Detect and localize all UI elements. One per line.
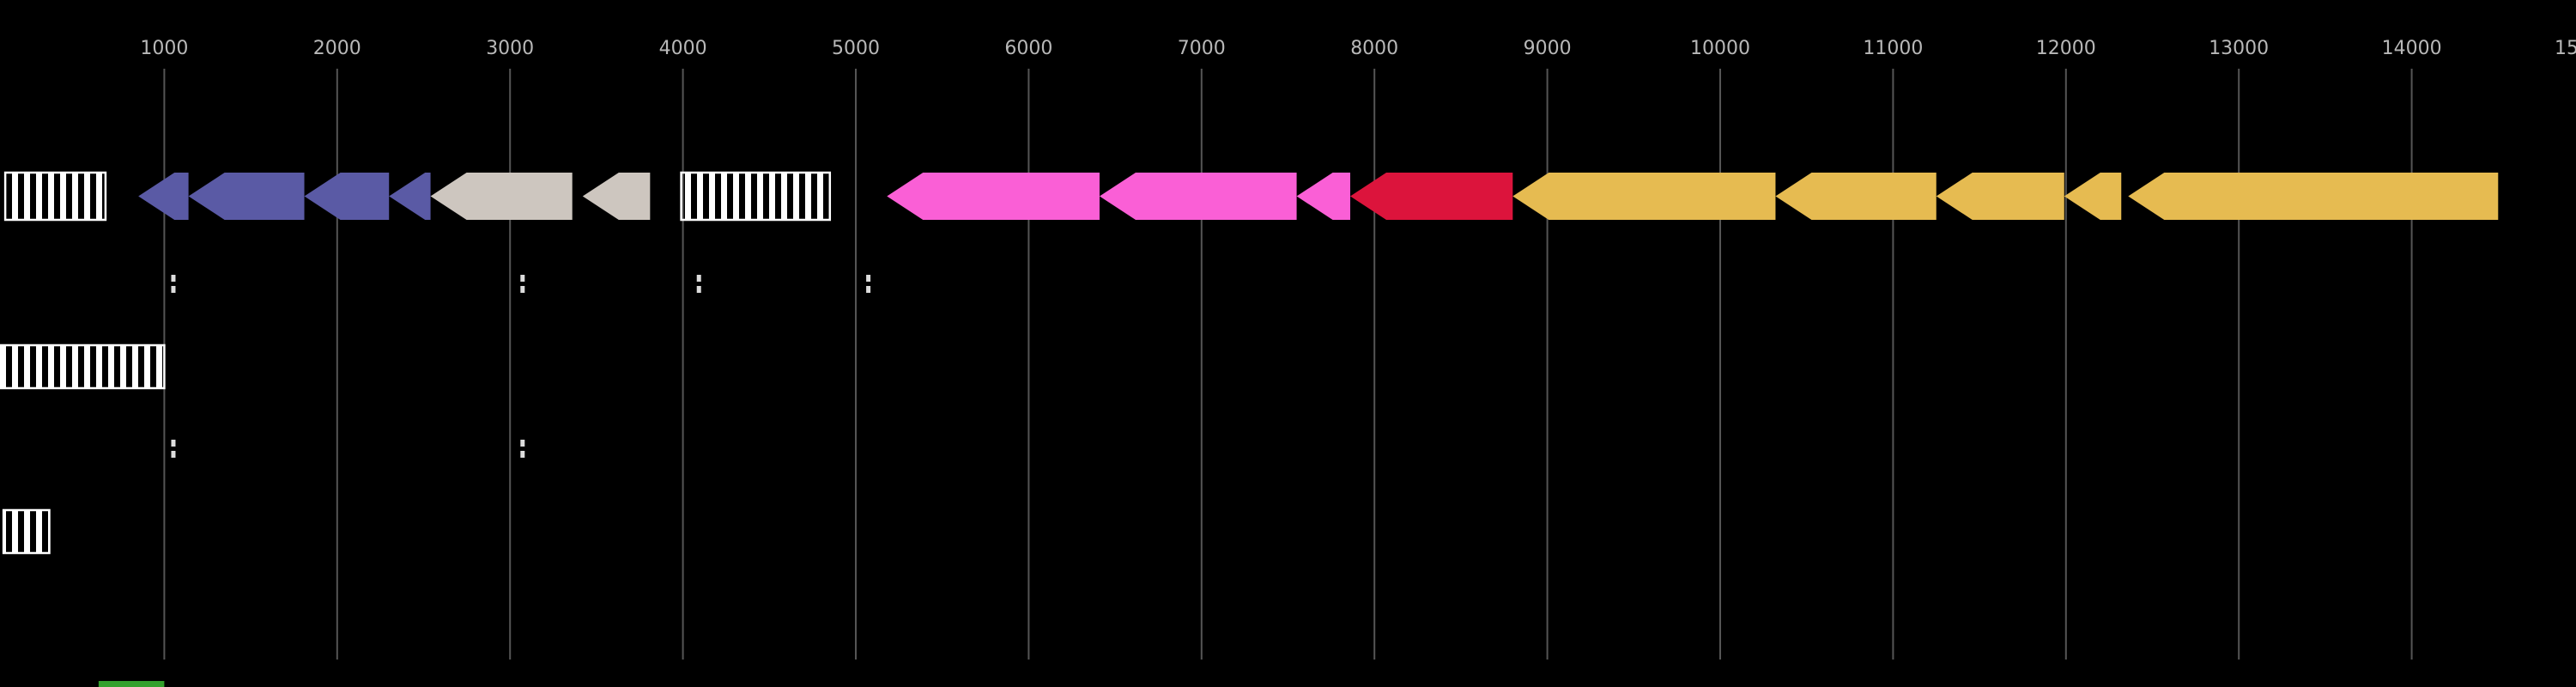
axis-tick-label: 10000 — [1690, 38, 1750, 59]
fragments — [98, 681, 165, 687]
hatched-feature-2 — [680, 171, 832, 222]
tick-marker — [171, 275, 176, 282]
tick-marker — [696, 275, 701, 282]
gene-arrow-pink-1 — [887, 173, 1100, 220]
tick-marker — [171, 286, 176, 293]
markers — [171, 275, 871, 458]
tick-marker — [696, 286, 701, 293]
gene-arrow-gold-5 — [2128, 173, 2499, 220]
feature-tracks — [0, 171, 2499, 555]
gene-arrow-blue-3 — [304, 173, 390, 220]
axis-tick-label: 13000 — [2209, 38, 2269, 59]
tick-marker — [520, 275, 525, 282]
gene-arrow-gold-1 — [1512, 173, 1776, 220]
tick-marker — [866, 275, 871, 282]
axis-tick-label: 2000 — [313, 38, 361, 59]
tick-marker — [520, 451, 525, 458]
tick-marker — [520, 440, 525, 447]
gene-arrow-blue-2 — [188, 173, 305, 220]
tick-marker — [171, 440, 176, 447]
gene-arrow-blue-4 — [389, 173, 431, 220]
axis-tick-label: 1000 — [140, 38, 188, 59]
axis-tick-label: 12000 — [2036, 38, 2096, 59]
gene-arrow-gold-3 — [1936, 173, 2064, 220]
gene-arrow-gray-1 — [430, 173, 573, 220]
axis-tick-label: 15000 — [2555, 38, 2576, 59]
axis-tick-label: 7000 — [1178, 38, 1226, 59]
axis-tick-label: 4000 — [659, 38, 707, 59]
axis-tick-label: 6000 — [1004, 38, 1052, 59]
ruler: 1000 2000 3000 4000 5000 6000 7000 8000 9000 1000… — [140, 38, 2576, 59]
axis-tick-label: 5000 — [832, 38, 880, 59]
hatched-feature-4 — [2, 508, 51, 555]
axis-tick-label: 3000 — [486, 38, 534, 59]
axis-tick-label: 8000 — [1350, 38, 1398, 59]
gene-arrow-blue-1 — [138, 173, 189, 220]
green-fragment — [98, 681, 165, 687]
tick-marker — [866, 286, 871, 293]
gene-arrow-pink-3 — [1296, 173, 1351, 220]
gene-arrow-gray-2 — [582, 173, 651, 220]
tick-marker — [171, 451, 176, 458]
hatched-feature-3 — [0, 344, 166, 390]
axis-tick-label: 9000 — [1524, 38, 1572, 59]
tick-marker — [520, 286, 525, 293]
gridlines — [163, 69, 2413, 660]
gene-arrow-red-1 — [1350, 173, 1513, 220]
hatched-feature-1 — [3, 171, 107, 222]
gene-arrow-pink-2 — [1099, 173, 1297, 220]
axis-tick-label: 14000 — [2382, 38, 2442, 59]
axis-tick-label: 11000 — [1863, 38, 1923, 59]
gene-arrow-gold-2 — [1775, 173, 1937, 220]
gene-arrow-gold-4 — [2064, 173, 2122, 220]
